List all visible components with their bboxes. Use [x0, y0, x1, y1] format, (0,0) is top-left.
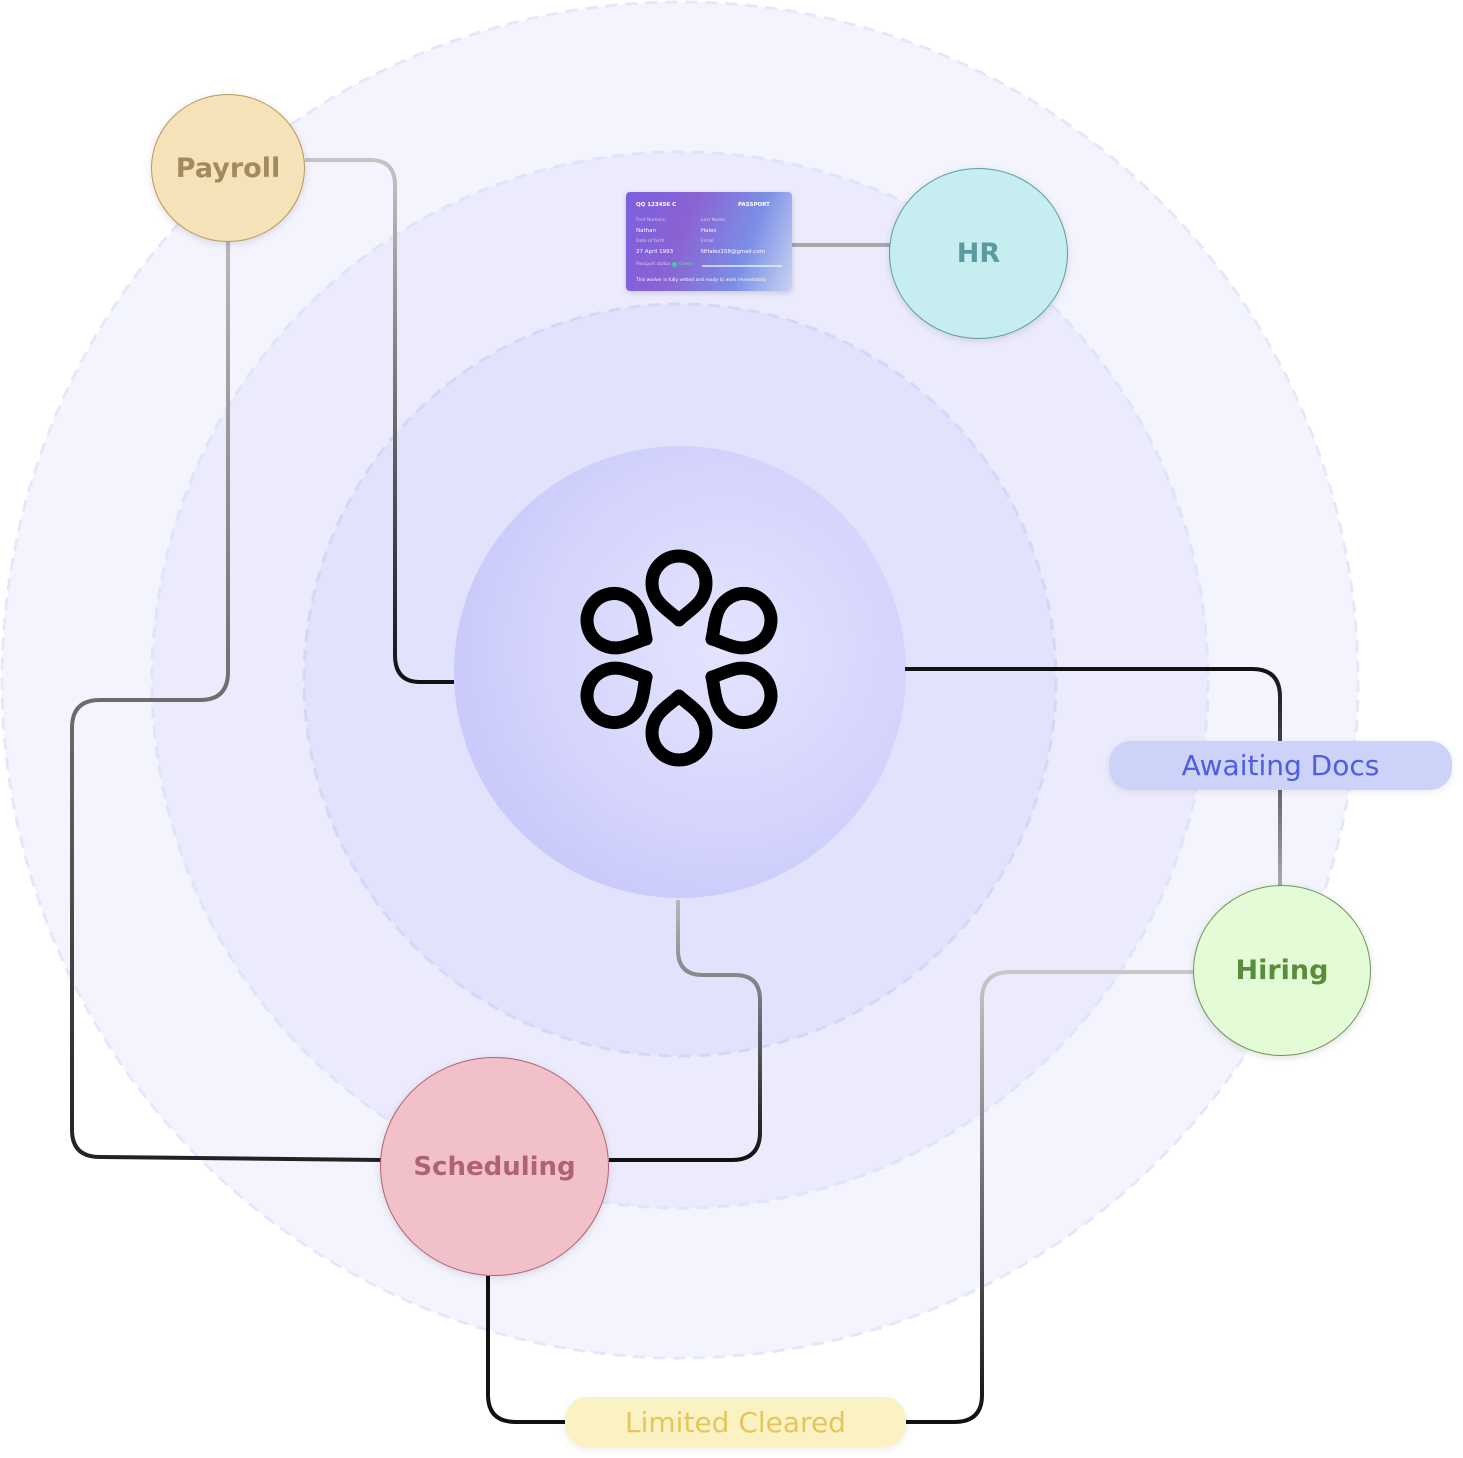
hr-label: HR: [956, 238, 1001, 269]
passport-type: PASSPORT: [738, 202, 770, 208]
status-progress-bar: [702, 265, 782, 267]
scheduling-label: Scheduling: [413, 1151, 576, 1182]
connector-center-awaiting: [905, 667, 1282, 886]
vetting-note: This worker is fully vetted and ready to…: [636, 278, 767, 283]
payroll-label: Payroll: [175, 152, 281, 184]
connector-hiring-limited: [905, 970, 1194, 1424]
last-name-label: Last Name: [701, 218, 726, 223]
connector-center-scheduling: [609, 900, 762, 1162]
passport-number: QQ 123456 C: [636, 202, 677, 208]
email-label: Email: [701, 239, 714, 244]
hr-node[interactable]: HR: [889, 168, 1068, 339]
last-name-value: Hales: [701, 228, 717, 234]
hiring-node[interactable]: Hiring: [1193, 885, 1371, 1056]
scheduling-node[interactable]: Scheduling: [380, 1057, 609, 1276]
connector-scheduling-limited: [486, 1276, 566, 1424]
limited-cleared-label: Limited Cleared: [625, 1405, 846, 1439]
dob-value: 27 April 1993: [636, 249, 674, 255]
limited-cleared-badge[interactable]: Limited Cleared: [565, 1397, 906, 1447]
first-name-label: First Name(s): [636, 218, 667, 223]
first-name-value: Nathan: [636, 228, 656, 234]
center-disc: [454, 446, 906, 898]
connector-payroll-scheduling: [70, 240, 383, 1162]
passport-card[interactable]: QQ 123456 C PASSPORT First Name(s) Natha…: [626, 192, 792, 291]
status-dot-icon: [672, 262, 677, 267]
status-value: Green: [679, 262, 693, 267]
connector-payroll-center: [305, 158, 454, 684]
status-label: Passport status: [636, 262, 671, 267]
flower-logo-icon: [580, 549, 778, 767]
payroll-node[interactable]: Payroll: [151, 94, 305, 242]
hiring-label: Hiring: [1235, 955, 1329, 986]
dob-label: Date of birth: [636, 239, 665, 244]
awaiting-docs-badge[interactable]: Awaiting Docs: [1109, 741, 1452, 790]
email-value: NHales158@gmail.com: [701, 249, 766, 255]
awaiting-docs-label: Awaiting Docs: [1181, 749, 1380, 782]
